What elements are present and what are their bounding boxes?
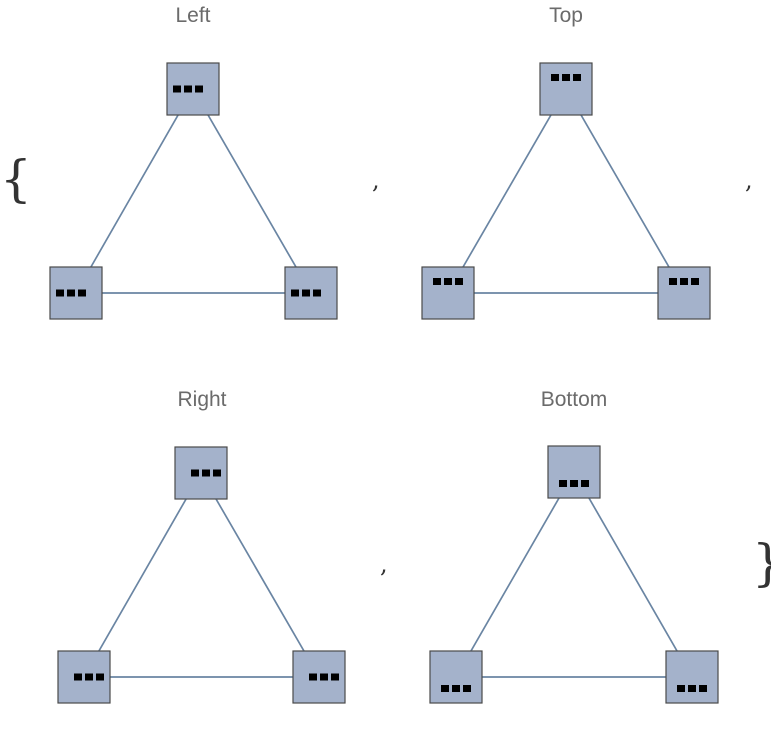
- node-box: [657, 266, 711, 320]
- separator-comma-2: ,: [745, 166, 753, 194]
- edge-top-to-bottom-left: [75, 88, 194, 294]
- graph-node-bottom-left[interactable]: [429, 650, 483, 704]
- ellipsis-dot: [562, 74, 570, 81]
- ellipsis-dot: [173, 85, 181, 93]
- ellipsis-dot: [331, 673, 339, 681]
- ellipsis-dot: [202, 469, 210, 477]
- panel-title-bottom: Bottom: [541, 388, 608, 411]
- ellipsis-dot: [441, 685, 449, 692]
- graph-panel-left: [49, 62, 338, 320]
- ellipsis-dot: [551, 74, 559, 81]
- edge-top-to-bottom-left: [447, 88, 567, 294]
- ellipsis-dot: [309, 673, 317, 681]
- ellipsis-dot: [581, 480, 589, 487]
- ellipsis-marker-icon: [433, 278, 463, 285]
- ellipsis-dot: [320, 673, 328, 681]
- ellipsis-dot: [677, 685, 685, 692]
- node-box: [429, 650, 483, 704]
- graph-panel-top: [421, 62, 711, 320]
- ellipsis-dot: [302, 289, 310, 297]
- graph-node-bottom-left[interactable]: [421, 266, 475, 320]
- panel-title-left: Left: [175, 4, 210, 27]
- panel-title-top: Top: [549, 4, 583, 27]
- graph-node-top[interactable]: [174, 446, 228, 500]
- ellipsis-marker-icon: [74, 673, 104, 681]
- ellipsis-dot: [291, 289, 299, 297]
- ellipsis-dot: [67, 289, 75, 297]
- ellipsis-dot: [688, 685, 696, 692]
- edge-top-to-bottom-left: [83, 472, 202, 678]
- ellipsis-marker-icon: [551, 74, 581, 81]
- ellipsis-marker-icon: [441, 685, 471, 692]
- ellipsis-marker-icon: [309, 673, 339, 681]
- panel-title-right: Right: [177, 388, 226, 411]
- close-brace: }: [752, 534, 771, 592]
- edge-top-to-bottom-right: [573, 471, 693, 678]
- graph-node-bottom-right[interactable]: [292, 650, 346, 704]
- node-box: [539, 62, 593, 116]
- graph-node-top[interactable]: [166, 62, 220, 116]
- ellipsis-dot: [184, 85, 192, 93]
- ellipsis-dot: [78, 289, 86, 297]
- graph-node-bottom-left[interactable]: [57, 650, 111, 704]
- ellipsis-dot: [455, 278, 463, 285]
- separator-comma-1: ,: [372, 166, 380, 194]
- graph-node-bottom-right[interactable]: [657, 266, 711, 320]
- graph-node-top[interactable]: [547, 445, 601, 499]
- edge-top-to-bottom-left: [455, 471, 575, 678]
- node-box: [665, 650, 719, 704]
- node-box: [421, 266, 475, 320]
- ellipsis-dot: [680, 278, 688, 285]
- ellipsis-dot: [570, 480, 578, 487]
- ellipsis-marker-icon: [291, 289, 321, 297]
- graph-panel-bottom: [429, 445, 719, 704]
- edge-top-to-bottom-right: [565, 88, 685, 294]
- ellipsis-dot: [452, 685, 460, 692]
- ellipsis-dot: [669, 278, 677, 285]
- ellipsis-marker-icon: [191, 469, 221, 477]
- graph-node-top[interactable]: [539, 62, 593, 116]
- separator-comma-3: ,: [380, 550, 388, 578]
- ellipsis-dot: [691, 278, 699, 285]
- graph-panel-right: [57, 446, 346, 704]
- ellipsis-marker-icon: [173, 85, 203, 93]
- graph-node-bottom-right[interactable]: [284, 266, 338, 320]
- ellipsis-dot: [213, 469, 221, 477]
- graph-node-bottom-left[interactable]: [49, 266, 103, 320]
- ellipsis-dot: [573, 74, 581, 81]
- graph-node-bottom-right[interactable]: [665, 650, 719, 704]
- ellipsis-dot: [85, 673, 93, 681]
- ellipsis-dot: [444, 278, 452, 285]
- ellipsis-dot: [195, 85, 203, 93]
- ellipsis-dot: [56, 289, 64, 297]
- node-box: [547, 445, 601, 499]
- ellipsis-dot: [699, 685, 707, 692]
- ellipsis-dot: [191, 469, 199, 477]
- ellipsis-dot: [74, 673, 82, 681]
- edge-top-to-bottom-right: [192, 88, 312, 294]
- node-box: [166, 62, 220, 116]
- ellipsis-marker-icon: [559, 480, 589, 487]
- ellipsis-dot: [313, 289, 321, 297]
- edge-top-to-bottom-right: [200, 472, 320, 678]
- ellipsis-marker-icon: [56, 289, 86, 297]
- open-brace: {: [0, 150, 32, 208]
- ellipsis-dot: [433, 278, 441, 285]
- ellipsis-dot: [559, 480, 567, 487]
- ellipsis-marker-icon: [677, 685, 707, 692]
- ellipsis-dot: [463, 685, 471, 692]
- ellipsis-dot: [96, 673, 104, 681]
- ellipsis-marker-icon: [669, 278, 699, 285]
